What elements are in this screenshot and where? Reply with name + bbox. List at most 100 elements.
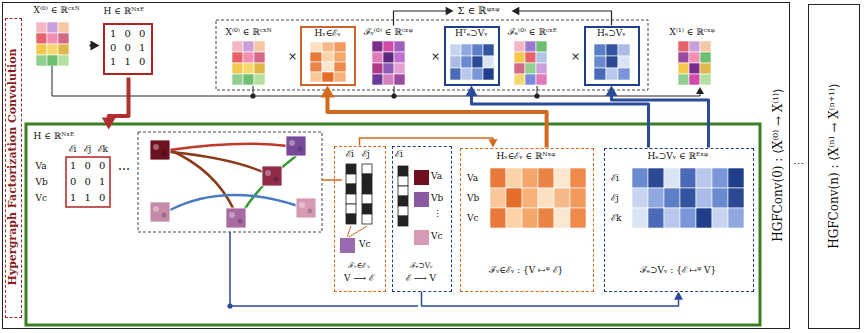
matrix-cell xyxy=(383,52,394,63)
matrix-cell xyxy=(594,44,606,56)
matrix-cell xyxy=(536,74,547,85)
node-text: ℰj xyxy=(362,149,370,160)
matrix-cell xyxy=(522,188,538,208)
node-text: Va xyxy=(36,161,47,172)
matrix-cell xyxy=(648,168,664,188)
matrix-cell xyxy=(472,56,483,68)
symbol-label: × xyxy=(431,50,440,63)
node-text: Hᵥ∈ℰᵥ ∈ ℝᴺˣᵠ xyxy=(497,151,556,162)
matrix-cell xyxy=(334,42,346,52)
box: Hᵥ∈ℰᵥ xyxy=(300,26,356,86)
matrix-cell xyxy=(696,188,712,208)
incidence-bar xyxy=(398,186,408,196)
matrix-cell xyxy=(606,44,618,56)
matrix-cell xyxy=(664,208,680,228)
incidence-bar xyxy=(398,166,408,176)
tissue-patch xyxy=(414,192,429,207)
matrix-cell xyxy=(632,188,648,208)
matrix-cell xyxy=(522,208,538,228)
matrix-cell xyxy=(712,168,728,188)
matrix-cell xyxy=(728,168,744,188)
node-text: ℰj xyxy=(84,144,92,155)
matrix-cell xyxy=(700,52,711,63)
dashed-frame xyxy=(138,132,322,232)
node-text: ℰk xyxy=(611,213,621,224)
matrix-cell xyxy=(680,208,696,228)
arrowhead xyxy=(102,118,116,130)
matrix-block: X⁽⁰⁾ ∈ ℝᶜˣᴺ xyxy=(224,26,282,86)
matrix-cell xyxy=(525,63,536,74)
matrix-cell xyxy=(310,72,322,82)
node-text: H ∈ ℝᴺˣᴱ xyxy=(34,131,75,142)
matrix-block: ℱᵥ⁽⁰⁾ ∈ ℝᶜˣᵠ xyxy=(362,26,426,86)
incidence-bar xyxy=(362,184,372,194)
node-text: Vc xyxy=(467,213,479,224)
matrix-cell xyxy=(538,168,554,188)
incidence-bar xyxy=(362,194,372,204)
incidence-bar xyxy=(346,204,356,214)
incidence-bar xyxy=(346,174,356,184)
matrix-cell xyxy=(47,55,58,66)
incidence-bar xyxy=(362,214,372,224)
matrix-cell xyxy=(254,41,265,52)
node-text: Hᵥ∈ℰᵥ xyxy=(315,28,341,39)
matrix-cell xyxy=(472,68,483,80)
matrix-cell xyxy=(254,74,265,85)
matrix-cell xyxy=(232,63,243,74)
matrix-cell xyxy=(254,52,265,63)
node-text: ℱₑ⊃Vᵥ : {ℰ ↦ᵠ V} xyxy=(640,265,717,276)
connector xyxy=(109,78,129,120)
matrix-cell xyxy=(554,208,570,228)
incidence-bar xyxy=(362,204,372,214)
junction-dot xyxy=(534,93,539,98)
matrix-cell xyxy=(232,41,243,52)
matrix-cell xyxy=(678,41,689,52)
tissue-patch xyxy=(286,136,306,156)
node-text: ℱᵥ∈ℰᵥ : {V ↦ᵠ ℰ} xyxy=(489,265,563,276)
matrix-cell xyxy=(506,208,522,228)
node-text: ℱᵥ∈ℰᵥ xyxy=(348,261,370,270)
matrix-cell xyxy=(506,188,522,208)
arrowhead xyxy=(91,41,100,51)
arrowhead xyxy=(674,292,683,300)
hyperedge-curve xyxy=(170,144,288,150)
vertical-label: Hypergraph Factorization Convolution xyxy=(6,48,19,285)
matrix-cell xyxy=(536,41,547,52)
matrix-cell xyxy=(525,41,536,52)
matrix-cell xyxy=(58,44,69,55)
matrix-cell xyxy=(47,33,58,44)
matrix-cell xyxy=(383,74,394,85)
node-text: ℰi xyxy=(395,149,403,160)
box: ℰiVaVb⋮Vcℱₑ⊃Vᵥℰ ⟶ V xyxy=(392,146,452,292)
node-text: Va xyxy=(431,171,442,182)
matrix-cell xyxy=(536,63,547,74)
matrix-cell xyxy=(664,188,680,208)
matrix-cell xyxy=(618,56,630,68)
matrix-cell xyxy=(310,52,322,62)
matrix-cell xyxy=(680,168,696,188)
matrix-cell xyxy=(712,188,728,208)
node-text: Vc xyxy=(431,231,443,242)
matrix-cell xyxy=(243,41,254,52)
incidence-bar xyxy=(398,206,408,216)
matrix-cell xyxy=(372,41,383,52)
symbol-label: × xyxy=(288,50,297,63)
matrix-cell xyxy=(570,168,586,188)
connector xyxy=(518,11,612,26)
matrix-cell xyxy=(570,188,586,208)
node-text: 0 0 1 xyxy=(70,176,105,188)
matrix-cell xyxy=(538,188,554,208)
matrix-cell xyxy=(450,44,461,56)
matrix-cell xyxy=(632,168,648,188)
node-text: 1 1 0 xyxy=(110,56,145,68)
matrix-cell xyxy=(483,44,494,56)
tissue-texture xyxy=(229,212,235,218)
tissue-texture xyxy=(153,144,159,150)
matrix-cell xyxy=(594,56,606,68)
matrix-cell xyxy=(483,68,494,80)
matrix-block: X⁽¹⁾ ∈ ℝᶜˣᵠ xyxy=(668,26,732,86)
tissue-texture xyxy=(298,147,303,152)
matrix-cell xyxy=(689,74,700,85)
matrix-cell xyxy=(450,56,461,68)
